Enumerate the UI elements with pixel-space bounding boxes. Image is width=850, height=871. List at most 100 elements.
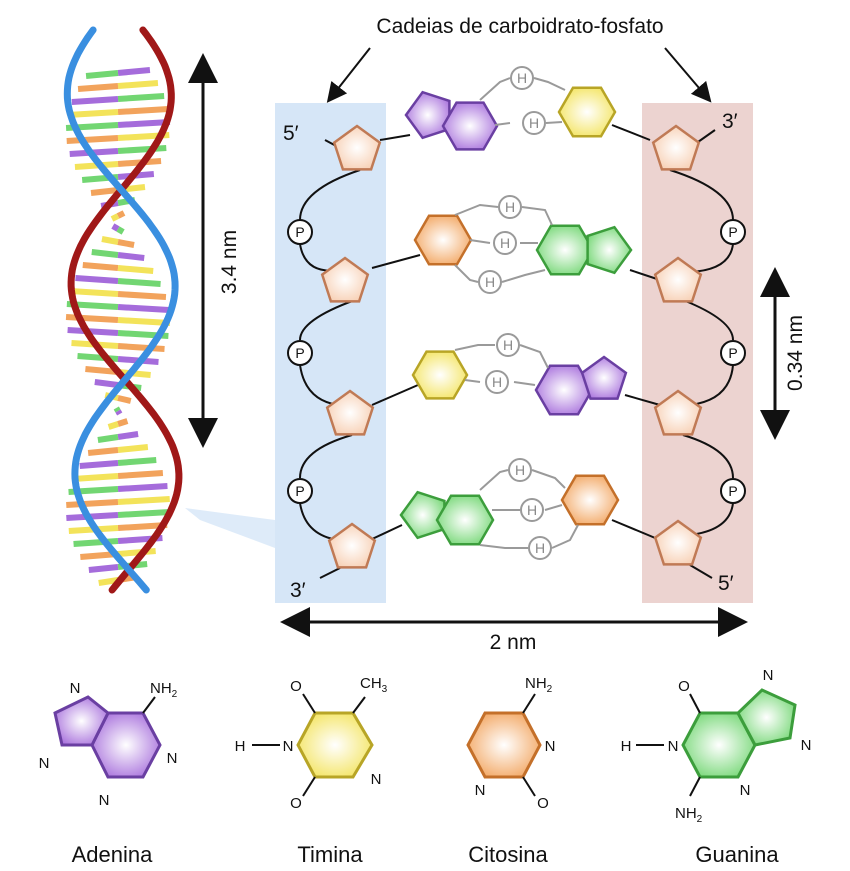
hydrogen-bond-link xyxy=(494,121,563,126)
hydrogen-bond-link xyxy=(454,203,553,226)
phosphate-left-1: P xyxy=(287,219,313,245)
guanine-hexagon xyxy=(535,224,595,276)
helix-rung xyxy=(117,265,154,274)
svg-text:N: N xyxy=(475,782,486,799)
helix-rung xyxy=(85,70,119,79)
svg-text:O: O xyxy=(290,678,302,695)
svg-text:H: H xyxy=(485,274,495,290)
svg-text:N: N xyxy=(167,750,178,767)
helix-rung xyxy=(113,406,121,413)
helix-rung xyxy=(117,431,139,440)
sugar-pentagon xyxy=(325,389,375,436)
hydrogen-bond: H xyxy=(522,111,546,135)
helix-rung xyxy=(82,262,119,271)
hydrogen-bond: H xyxy=(493,231,517,255)
hydrogen-bond: H xyxy=(485,370,509,394)
svg-text:H: H xyxy=(235,738,246,755)
helix-rung xyxy=(65,314,119,323)
adenine-hexagon xyxy=(534,364,594,416)
sugar-pentagon xyxy=(653,389,703,436)
phosphate-groups: P P P P P P xyxy=(287,219,746,504)
helix-rung xyxy=(117,418,129,427)
phosphate-right-3: P xyxy=(720,478,746,504)
svg-text:H: H xyxy=(515,462,525,478)
svg-text:O: O xyxy=(290,795,302,812)
svg-text:NH2: NH2 xyxy=(525,675,553,695)
helix-strand-red xyxy=(67,26,183,594)
helix-rung xyxy=(75,275,119,284)
svg-text:P: P xyxy=(295,224,304,240)
phosphate-right-2: P xyxy=(720,340,746,366)
backbone-connectors xyxy=(299,124,734,579)
hydrogen-bond: H xyxy=(508,458,532,482)
helix-rung xyxy=(117,145,167,154)
helix-rung xyxy=(110,213,120,222)
hydrogen-bond-link xyxy=(469,239,538,244)
helix-rung xyxy=(117,317,171,326)
helix-rung xyxy=(117,252,145,261)
base-spacing-label: 0.34 nm xyxy=(784,315,807,391)
svg-text:N: N xyxy=(371,771,382,788)
sugar-pentagon xyxy=(332,124,382,171)
helix-rung xyxy=(117,395,132,404)
hydrogen-bond-link xyxy=(464,379,536,386)
helix-rung xyxy=(117,278,161,287)
guanine-pentagon xyxy=(399,490,446,540)
helix-rung xyxy=(94,379,119,388)
hydrogen-bond: H xyxy=(520,498,544,522)
sugar-pentagon xyxy=(653,256,703,303)
svg-text:O: O xyxy=(678,678,690,695)
helix-rung xyxy=(77,353,119,362)
double-helix xyxy=(63,26,183,594)
phosphate-right-1: P xyxy=(720,219,746,245)
helix-rung xyxy=(117,483,168,492)
helix-rung xyxy=(117,470,164,479)
svg-text:N: N xyxy=(740,782,751,799)
svg-text:H: H xyxy=(517,70,527,86)
helix-rung xyxy=(116,210,126,219)
hydrogen-bond: H xyxy=(510,66,534,90)
svg-text:N: N xyxy=(39,755,50,772)
cytosine-hexagon xyxy=(413,214,473,266)
svg-text:H: H xyxy=(505,199,515,215)
helix-strand-blue xyxy=(63,26,179,594)
hydrogen-bond: H xyxy=(498,195,522,219)
svg-text:N: N xyxy=(545,738,556,755)
helix-rung xyxy=(91,249,119,258)
helix-rung xyxy=(71,96,119,105)
title-arrow-right xyxy=(664,47,712,103)
helix-rung xyxy=(116,226,125,235)
helix-rung xyxy=(67,327,119,336)
helix-rung xyxy=(115,409,123,416)
width-label: 2 nm xyxy=(490,631,537,654)
helix-rung xyxy=(117,80,159,89)
phosphate-left-3: P xyxy=(287,478,313,504)
helix-rung xyxy=(66,135,119,144)
helix-rung xyxy=(90,187,119,196)
helix-rung xyxy=(117,444,149,453)
svg-text:CH3: CH3 xyxy=(360,675,388,695)
cytosine-molecule: NH2 N N O xyxy=(466,675,556,812)
guanine-hexagon xyxy=(435,494,495,546)
helix-rung xyxy=(67,109,119,118)
left-bottom-end-label: 3′ xyxy=(290,579,306,602)
svg-text:N: N xyxy=(763,667,774,684)
thymine-name: Timina xyxy=(297,842,363,867)
helix-rung xyxy=(117,457,157,466)
hydrogen-bond: H xyxy=(528,536,552,560)
hydrogen-bond-link xyxy=(454,344,549,369)
svg-text:P: P xyxy=(728,483,737,499)
svg-text:N: N xyxy=(283,738,294,755)
backbone-title: Cadeias de carboidrato-fosfato xyxy=(376,15,663,38)
hydrogen-bond: H xyxy=(496,333,520,357)
zoom-callout xyxy=(185,508,275,548)
svg-text:H: H xyxy=(527,502,537,518)
hydrogen-bond-link xyxy=(454,264,546,283)
cytosine-hexagon xyxy=(560,474,620,526)
guanine-pentagon xyxy=(586,225,633,275)
svg-text:H: H xyxy=(503,337,513,353)
hydrogen-bond-link xyxy=(479,77,566,101)
svg-text:N: N xyxy=(99,792,110,809)
